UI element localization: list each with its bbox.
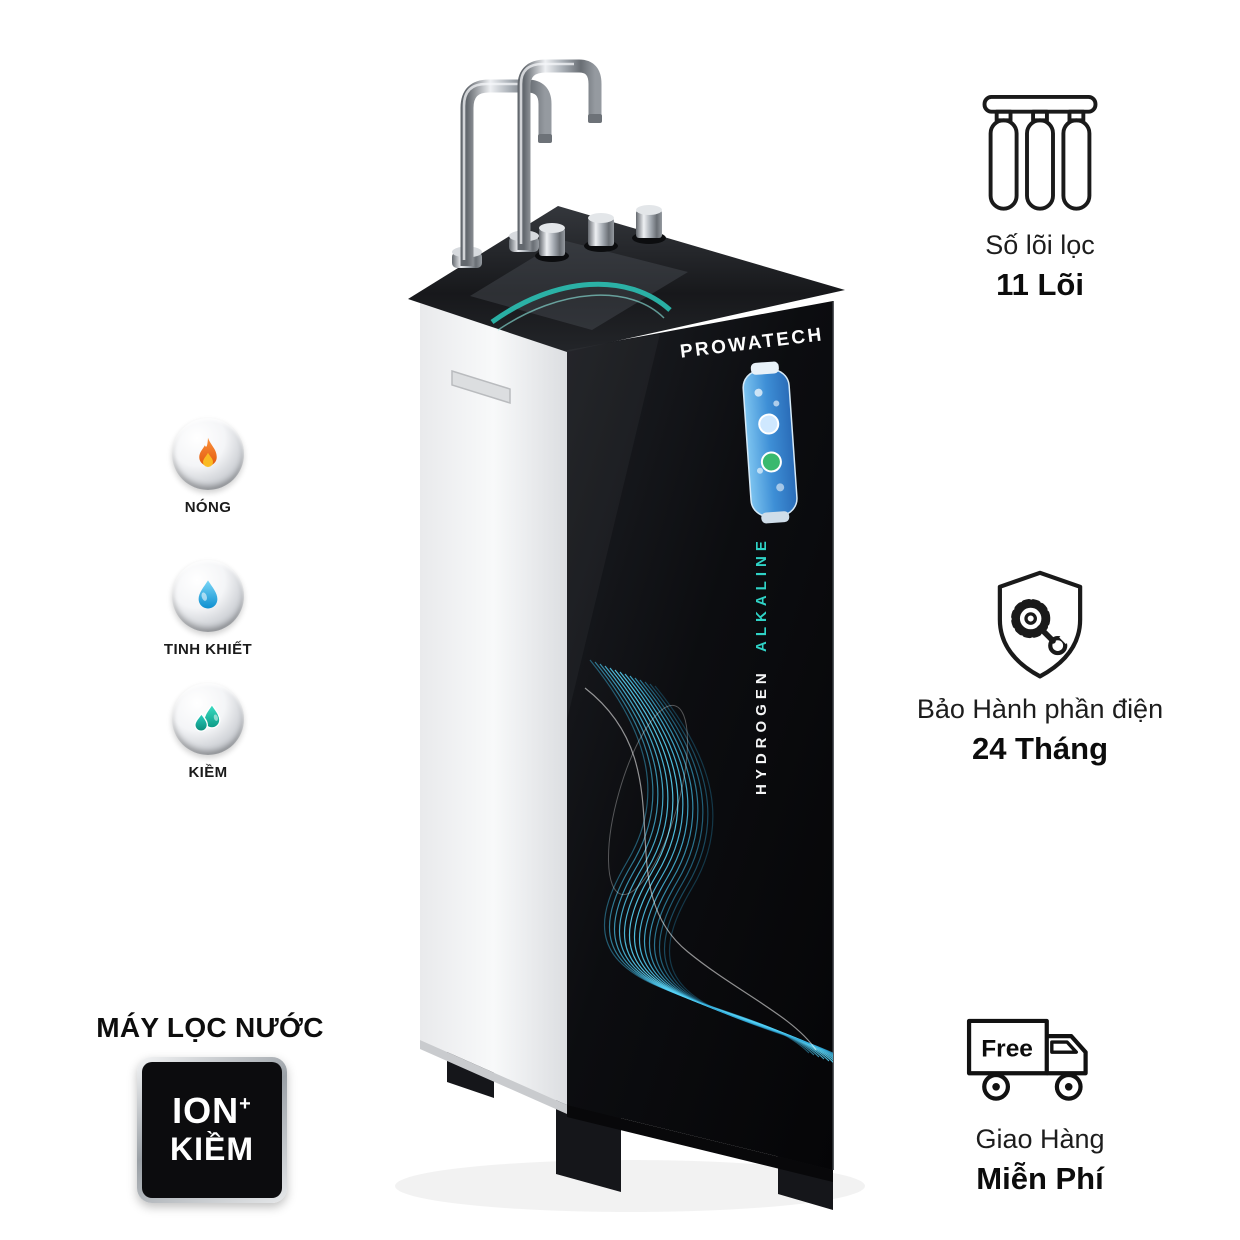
lid-teal-accent [490,281,672,325]
feature-shipping: Free Giao Hàng Miễn Phí [875,1014,1205,1197]
badge-hot-label: NÓNG [184,499,232,516]
feature-filter-count-value: 11 Lõi [996,267,1084,302]
vertical-text-hydrogen: HYDROGEN [753,668,770,795]
badge-alkaline-label: KIỀM [188,764,228,781]
filter-cartridges-icon [875,88,1205,220]
flame-icon [172,418,244,490]
product-title: MÁY LỌC NƯỚC [96,1012,324,1043]
feature-filter-count: Số lõi lọc 11 Lõi [875,88,1205,303]
feature-shipping-value: Miễn Phí [976,1161,1104,1196]
filter-capsule-graphic [742,361,798,524]
left-faucet [452,79,552,268]
knob-2 [584,213,618,252]
truck-free-text: Free [981,1035,1033,1062]
ion-text: ION [172,1089,240,1131]
feature-shipping-label: Giao Hàng [975,1124,1105,1154]
feature-warranty-label: Bảo Hành phần điện [916,694,1164,724]
badge-pure: TINH KHIẾT [146,560,270,658]
lid-teal-accent-highlight [497,294,665,331]
front-panel-bottom-edge [567,1105,833,1182]
feature-warranty: Bảo Hành phần điện 24 Tháng [875,566,1205,767]
floor-shadow [395,1160,865,1212]
front-panel-graphics: PROWATECH ALKALINE HYDROGEN [584,324,833,1080]
badge-pure-label: TINH KHIẾT [163,641,253,658]
control-knobs [535,205,666,262]
ion-badge-line2: KIỀM [170,1131,254,1168]
feature-filter-count-label: Số lõi lọc [985,230,1095,260]
badge-alkaline: KIỀM [146,683,270,781]
badge-hot: NÓNG [146,418,270,516]
side-panel-handle [451,369,511,405]
ion-plus: + [239,1092,252,1115]
water-drop-icon [172,560,244,632]
ion-badge-line1: ION+ [172,1089,252,1131]
knob-1 [535,223,569,262]
side-panel-bottom-edge [420,1040,567,1114]
vertical-text-alkaline: ALKALINE [753,536,770,652]
feature-warranty-value: 24 Tháng [971,731,1109,766]
alkaline-drops-icon [172,683,244,755]
ion-kiem-badge: ION+ KIỀM [137,1057,287,1203]
knob-3 [632,205,666,244]
delivery-truck-icon: Free [875,1014,1205,1114]
wave-white-accents [584,687,817,1051]
faucets [452,59,602,268]
warranty-shield-icon [875,566,1205,684]
side-panel [420,300,567,1105]
right-faucet [509,59,602,252]
